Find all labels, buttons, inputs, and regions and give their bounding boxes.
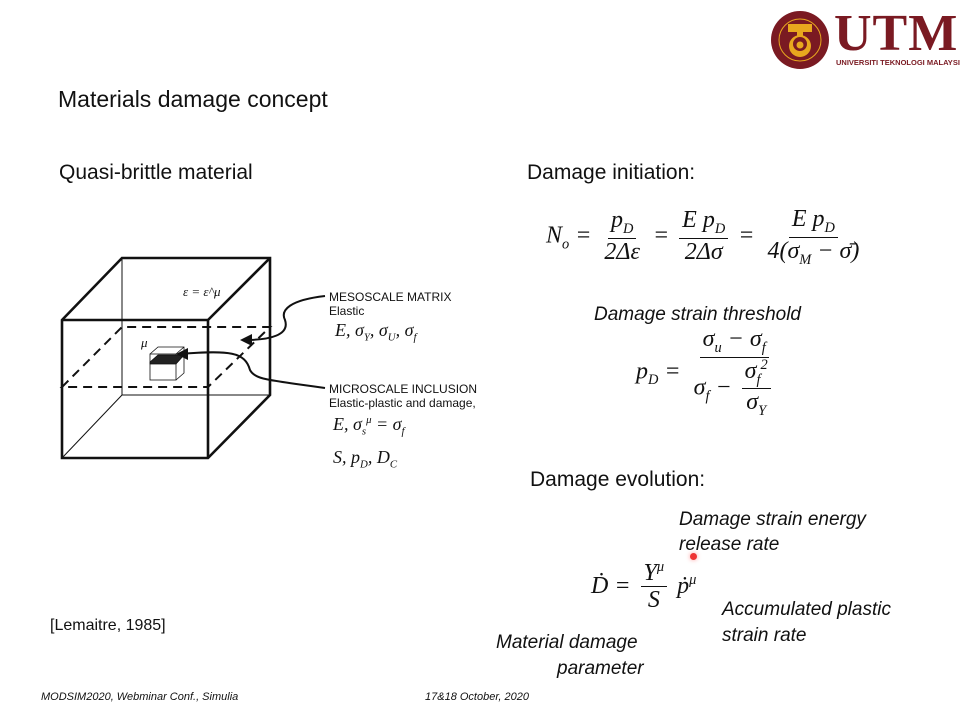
micro-params: S, pD, DC: [333, 447, 398, 471]
initiation-heading: Damage initiation:: [527, 161, 696, 184]
plastic-label-line2: strain rate: [722, 625, 807, 646]
left-heading: Quasi-brittle material: [59, 161, 253, 184]
strain-equation: ε = ε^μ: [183, 284, 221, 299]
logo-subtitle: UNIVERSITI TEKNOLOGI MALAYSIA: [836, 58, 960, 67]
damage-label-line1: Material damage: [496, 632, 638, 653]
evolution-heading: Damage evolution:: [530, 468, 706, 491]
footer-center: 17&18 October, 2020: [425, 691, 529, 703]
pointer-dot: [690, 553, 697, 560]
meso-sub: Elastic: [329, 304, 365, 318]
micro-sub: Elastic-plastic and damage,: [329, 396, 476, 410]
plastic-label-line1: Accumulated plastic: [722, 599, 891, 620]
utm-logo: UTM UNIVERSITI TEKNOLOGI MALAYSIA: [770, 5, 960, 70]
micro-eq: E, σsμ = σf: [333, 414, 405, 438]
page-title: Materials damage concept: [58, 86, 328, 112]
arrow-head-icon: [176, 348, 188, 360]
citation: [Lemaitre, 1985]: [50, 617, 166, 634]
micro-title: MICROSCALE INCLUSION: [329, 382, 478, 396]
utm-crest-icon: [771, 11, 829, 69]
logo-text: UTM: [834, 5, 959, 62]
energy-label-line1: Damage strain energy: [679, 509, 866, 530]
arrow-head-icon: [240, 334, 252, 346]
mu-label: μ: [141, 335, 148, 350]
meso-title: MESOSCALE MATRIX: [329, 290, 452, 304]
cube-diagram: [59, 256, 326, 460]
meso-params: E, σY, σU, σf: [335, 320, 417, 344]
threshold-label: Damage strain threshold: [594, 304, 801, 325]
footer-left: MODSIM2020, Webminar Conf., Simulia: [41, 691, 239, 703]
energy-label-line2: release rate: [679, 534, 780, 555]
damage-label-line2: parameter: [557, 658, 644, 679]
